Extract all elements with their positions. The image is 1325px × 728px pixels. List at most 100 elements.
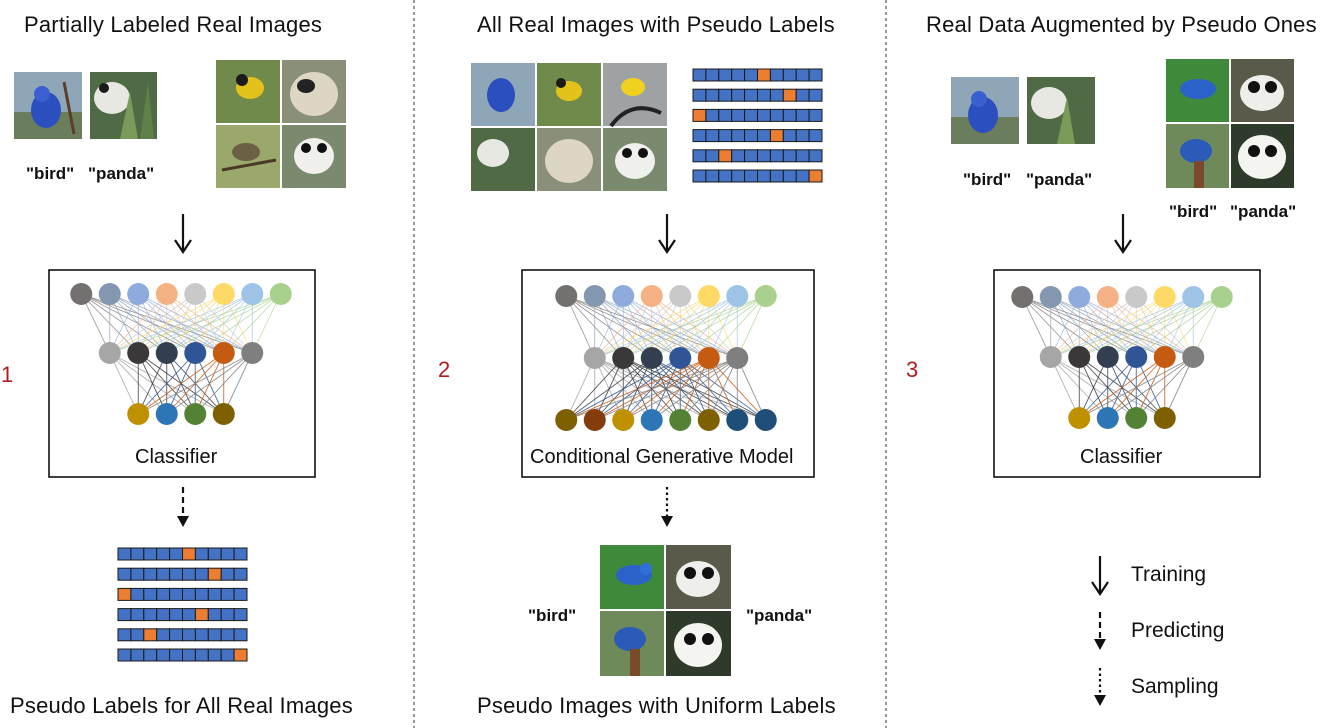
panel2-pseudo-label-bars-cell: [692, 169, 707, 183]
panel2-pseudo-label-bars-cell: [808, 68, 823, 82]
panel1-classifier-network-node-l1-3: [127, 283, 150, 305]
panel3-classifier-network-node-l1-6: [1153, 286, 1176, 308]
panel1-pseudo-label-bars-cell: [220, 567, 235, 581]
panel1-classifier-network-node-l2-4: [184, 342, 207, 364]
panel1-pseudo-label-bars-cell: [143, 648, 158, 662]
panel1-pseudo-label-bars-cell: [207, 567, 222, 581]
edge: [651, 295, 766, 359]
panel2-pseudo-label-bars: [692, 68, 823, 183]
panel1-classifier-network-node-l2-5: [212, 342, 235, 364]
edge: [195, 293, 281, 354]
edge: [109, 293, 196, 354]
panel3-classifier-network-node-l3-4: [1153, 407, 1176, 429]
edge: [166, 352, 253, 415]
edge: [708, 295, 767, 359]
edge: [137, 352, 168, 415]
panel2-generator-network-node-l3-3: [612, 409, 635, 431]
panel3-classifier-network-node-l3-1: [1068, 407, 1091, 429]
panel3-classifier-network: [1011, 286, 1233, 429]
edge: [594, 295, 653, 359]
edge: [594, 295, 709, 359]
panel1-model-label: Classifier: [135, 446, 218, 468]
panel1-pseudo-label-bars-cell: [220, 628, 235, 642]
panel1-pseudo-label-bars-cell: [117, 587, 132, 601]
panel1-classifier-box: [48, 269, 316, 478]
panel3-classifier-network-node-l1-1: [1011, 286, 1034, 308]
panel1-pseudo-label-bars-cell: [143, 587, 158, 601]
edge: [109, 352, 139, 415]
panel2-model-label: Conditional Generative Model: [530, 446, 794, 468]
panel1-pseudo-label-bars-cell: [130, 547, 145, 561]
panel3-classifier-box: [993, 269, 1261, 478]
edge: [566, 357, 709, 421]
panel2-pseudo-label-bars-cell: [782, 169, 797, 183]
panel2-pseudo-label-bars-cell: [757, 88, 771, 102]
panel1-pseudo-label-bars-cell: [169, 587, 184, 601]
model-boxes: [48, 269, 1261, 478]
panel1-pseudo-label-bars-cell: [233, 648, 248, 662]
edge: [679, 357, 738, 421]
panel2-generator-network-node-l1-5: [669, 285, 692, 307]
panel2-generator-network-node-l1-8: [754, 285, 777, 307]
panel3-classifier-network-edges: [1021, 296, 1223, 419]
panel2-pseudo-label-bars-cell: [731, 169, 746, 183]
panel3-classifier-network-node-l3-3: [1125, 407, 1148, 429]
panel3-number: 3: [906, 357, 919, 382]
panel2-generator-network-node-l3-1: [555, 409, 578, 431]
panel3-classifier-network-node-l2-1: [1039, 346, 1062, 368]
panel2-pseudo-label-bars-cell: [731, 108, 746, 122]
panel1-pseudo-label-bars-cell: [207, 608, 222, 622]
panel2-pseudo-label-bars-cell: [692, 149, 707, 163]
panel1-pseudo-label-bars-cell: [220, 608, 235, 622]
panel2-generator-network-node-l1-7: [726, 285, 749, 307]
panel2-pseudo-label-bars-cell: [757, 68, 771, 82]
edge: [1107, 356, 1194, 419]
onehot-label-bars: [117, 68, 823, 662]
panel1-classifier-network-node-l3-3: [184, 403, 207, 425]
panel3-classifier-network-node-l1-8: [1210, 286, 1233, 308]
panel2-generator-network-node-l3-7: [726, 409, 749, 431]
panel1-classifier-network-node-l1-6: [212, 283, 235, 305]
edge: [223, 352, 253, 415]
real-image-panda-thumbnail: [90, 72, 157, 139]
panel1-label-panda: "panda": [88, 164, 155, 183]
panel2-pseudo-label-bars-cell: [782, 129, 797, 143]
panel2-pseudo-label-bars-cell: [692, 88, 707, 102]
real-image-bird-thumbnail: [14, 72, 82, 139]
panel2-title: All Real Images with Pseudo Labels: [477, 12, 835, 37]
panel2-pseudo-label-bars-cell: [705, 108, 720, 122]
panel1-pseudo-label-bars-cell: [182, 567, 196, 581]
edge: [1050, 296, 1109, 358]
panel1-pseudo-label-bars-cell: [169, 608, 184, 622]
panel1-pseudo-label-bars-cell: [169, 648, 184, 662]
panel2-pseudo-label-bars-cell: [769, 68, 784, 82]
panel3-classifier-network-node-l1-5: [1125, 286, 1148, 308]
panel2-generator-network-node-l3-8: [754, 409, 777, 431]
panel1-pseudo-label-bars-cell: [169, 567, 184, 581]
panel3-classifier-network-node-l1-4: [1096, 286, 1119, 308]
panel3-classifier-network-node-l2-2: [1068, 346, 1091, 368]
legend-dotted-arrow: [1094, 668, 1106, 706]
panel3-title: Real Data Augmented by Pseudo Ones: [926, 12, 1317, 37]
panel1-pseudo-label-bars-cell: [156, 628, 171, 642]
panel1-training-arrow: [174, 214, 192, 254]
panel3-classifier-network-node-l3-2: [1096, 407, 1119, 429]
edge: [1050, 356, 1080, 419]
panel2-pseudo-label-bars-cell: [718, 149, 733, 163]
neural-networks: [70, 283, 1233, 431]
edge: [736, 295, 767, 359]
panel3-training-arrow-head: [1114, 239, 1132, 254]
panel2-pseudo-label-bars-cell: [808, 149, 823, 163]
panel1-classifier-network-node-l3-4: [212, 403, 235, 425]
panel2-pseudo-label-bars-cell: [795, 169, 810, 183]
panel1-number: 1: [1, 362, 14, 387]
panel1-pseudo-label-bars-cell: [130, 587, 145, 601]
panel1-pseudo-label-bars-cell: [130, 648, 145, 662]
legend-predicting-label: Predicting: [1131, 619, 1225, 642]
panel2-pseudo-label-bars-cell: [718, 88, 733, 102]
panel2-pseudo-label-bars-cell: [808, 169, 823, 183]
panel2-pseudo-label-bars-cell: [795, 129, 810, 143]
edge: [623, 357, 738, 421]
panel1-label-bird: "bird": [26, 164, 75, 183]
edge: [138, 352, 253, 415]
